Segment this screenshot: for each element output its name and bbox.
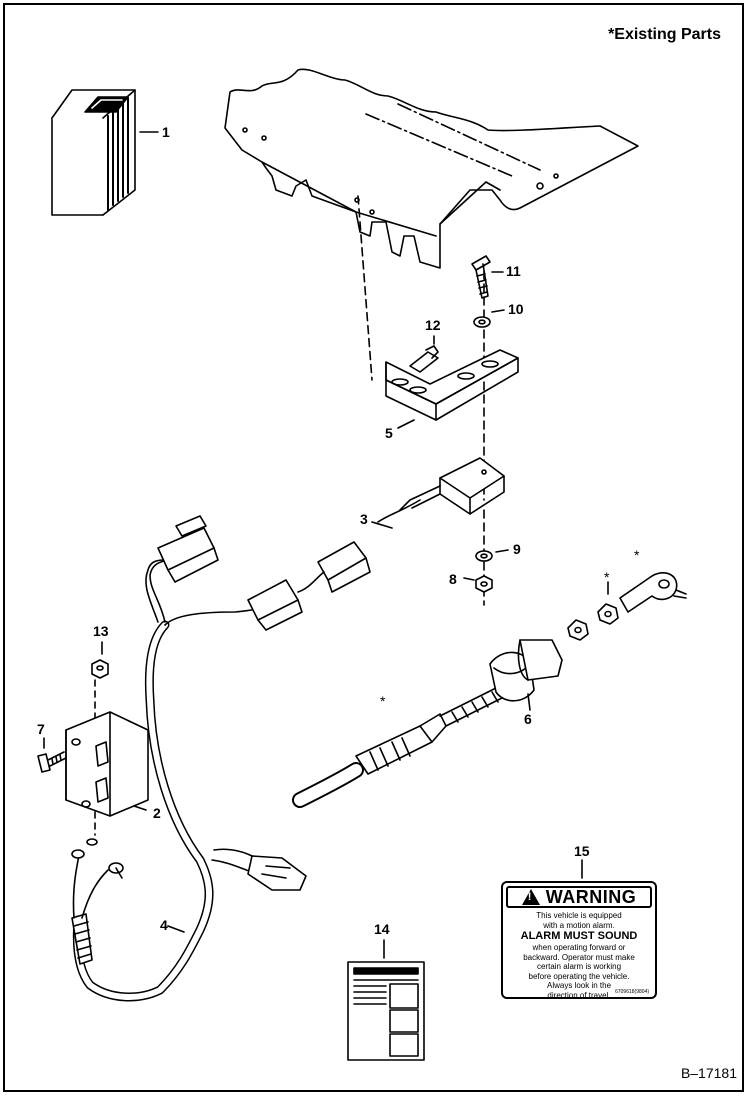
callout-13: 13 bbox=[93, 623, 109, 639]
part-15-warning-decal: WARNING This vehicle is equipped with a … bbox=[501, 881, 657, 1000]
part-9-washer bbox=[475, 550, 493, 562]
leader-10 bbox=[491, 309, 505, 313]
warning-triangle-icon bbox=[521, 889, 540, 905]
decal-line-8: direction of travel. bbox=[547, 990, 611, 1000]
decal-line-6: before operating the vehicle. bbox=[528, 971, 630, 981]
star-marker-rod-end: * bbox=[634, 547, 640, 563]
part-2-mounting-bracket bbox=[65, 711, 149, 817]
figure-id: B–17181 bbox=[680, 1065, 737, 1081]
part-11-bolt bbox=[471, 255, 491, 299]
callout-11: 11 bbox=[506, 263, 521, 279]
star-nut-2 bbox=[597, 603, 619, 625]
decal-part-code: 6709618(9804) bbox=[615, 989, 649, 995]
decal-line-2: with a motion alarm. bbox=[543, 920, 615, 930]
callout-2: 2 bbox=[153, 805, 161, 821]
decal-line-5: certain alarm is working bbox=[536, 962, 622, 971]
callout-12: 12 bbox=[425, 317, 441, 333]
part-12-screw bbox=[409, 345, 439, 373]
part-1-alarm-box bbox=[51, 89, 136, 216]
decal-body: This vehicle is equipped with a motion a… bbox=[507, 911, 651, 1000]
decal-line-1: This vehicle is equipped bbox=[536, 911, 622, 920]
existing-mounting-plate bbox=[224, 68, 639, 269]
callout-8: 8 bbox=[449, 571, 457, 587]
part-13-nut bbox=[91, 659, 109, 679]
callout-10: 10 bbox=[508, 301, 524, 317]
part-5-angle-bracket bbox=[385, 349, 519, 421]
leader-9 bbox=[495, 549, 509, 553]
star-nut-1 bbox=[567, 619, 589, 641]
existing-parts-note: *Existing Parts bbox=[608, 26, 721, 43]
decal-header: WARNING bbox=[506, 886, 652, 908]
part-3-switch bbox=[377, 457, 505, 523]
part-6-cable-actuator bbox=[292, 639, 563, 808]
leader-8 bbox=[463, 577, 475, 581]
part-14-manual bbox=[347, 961, 425, 1061]
decal-title: WARNING bbox=[545, 886, 637, 907]
decal-line-7: Always look in the bbox=[546, 981, 612, 990]
callout-1: 1 bbox=[162, 124, 170, 140]
star-marker-nut: * bbox=[604, 569, 610, 585]
leader-4 bbox=[167, 925, 185, 933]
part-8-nut bbox=[475, 575, 493, 593]
star-rod-end bbox=[619, 572, 687, 613]
leader-3 bbox=[371, 521, 393, 529]
callout-3: 3 bbox=[360, 511, 368, 527]
callout-9: 9 bbox=[513, 541, 521, 557]
part-10-washer bbox=[473, 316, 491, 328]
callout-4: 4 bbox=[160, 917, 168, 933]
decal-line-4: backward. Operator must make bbox=[523, 952, 635, 962]
callout-6: 6 bbox=[524, 711, 532, 727]
alignment-line-bracket bbox=[357, 195, 373, 381]
leader-6 bbox=[527, 693, 531, 711]
leader-2 bbox=[133, 805, 147, 811]
decal-line-3: when operating forward or bbox=[532, 943, 626, 952]
part-7-bolt bbox=[37, 751, 67, 773]
decal-headline: ALARM MUST SOUND bbox=[520, 930, 638, 942]
part-4-wiring-harness bbox=[71, 515, 371, 1002]
callout-7: 7 bbox=[37, 721, 45, 737]
drawing-border bbox=[3, 3, 744, 1092]
leader-5 bbox=[397, 419, 415, 429]
callout-15: 15 bbox=[574, 843, 590, 859]
callout-5: 5 bbox=[385, 425, 393, 441]
star-marker-cable: * bbox=[380, 693, 386, 709]
callout-14: 14 bbox=[374, 921, 390, 937]
